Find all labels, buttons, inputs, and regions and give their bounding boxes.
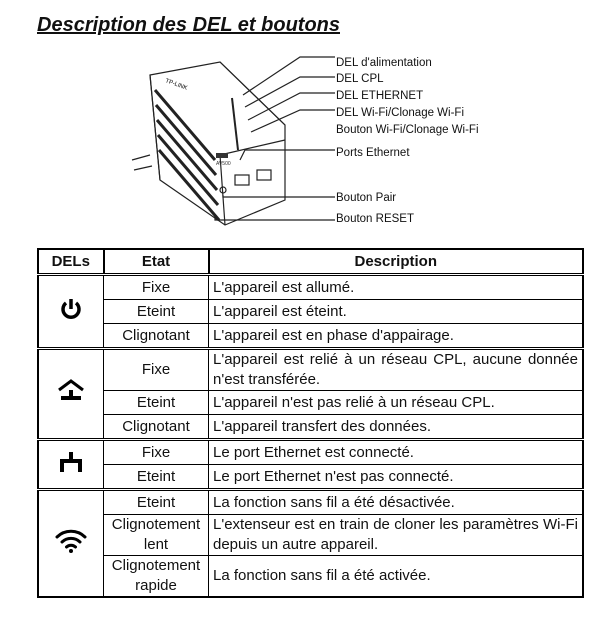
header-description: Description (207, 248, 584, 276)
state: Clignotant (103, 323, 209, 349)
description: L'appareil est en phase d'appairage. (208, 323, 584, 349)
led-table: DELs Etat Description Fixe L'appareil es… (37, 248, 584, 598)
label-reset-button: Bouton RESET (336, 213, 414, 225)
page-title: Description des DEL et boutons (37, 14, 340, 36)
description: L'appareil est relié à un réseau CPL, au… (208, 347, 584, 391)
label-ethernet-ports: Ports Ethernet (336, 147, 410, 159)
description: Le port Ethernet n'est pas connecté. (208, 464, 584, 490)
state: Eteint (103, 464, 209, 490)
header-etat: Etat (102, 248, 210, 276)
wifi-icon (37, 488, 104, 598)
ethernet-icon (37, 438, 104, 490)
label-ethernet-led: DEL ETHERNET (336, 90, 424, 102)
state: Eteint (103, 390, 209, 415)
label-cpl-led: DEL CPL (336, 73, 384, 85)
table-row: Fixe Le port Ethernet est connecté. (37, 438, 584, 490)
state: Clignotement lent (103, 514, 209, 556)
table-row: Fixe L'appareil est allumé. (37, 273, 584, 349)
table-row: Eteint La fonction sans fil a été désact… (37, 488, 584, 598)
description: La fonction sans fil a été activée. (208, 555, 584, 598)
label-wifi-button: Bouton Wi-Fi/Clonage Wi-Fi (336, 124, 479, 136)
description: L'appareil transfert des données. (208, 414, 584, 440)
powerline-icon (37, 347, 104, 440)
model-badge (216, 153, 228, 158)
state: Eteint (103, 488, 209, 515)
state: Fixe (103, 347, 209, 391)
header-dels: DELs (37, 248, 105, 276)
description: L'appareil est éteint. (208, 299, 584, 324)
description: L'appareil est allumé. (208, 273, 584, 300)
state: Fixe (103, 273, 209, 300)
table-header: DELs Etat Description (37, 248, 584, 276)
label-power-led: DEL d'alimentation (336, 57, 432, 69)
model-label: AV500 (216, 161, 231, 167)
label-wifi-led: DEL Wi-Fi/Clonage Wi-Fi (336, 107, 465, 119)
state: Fixe (103, 438, 209, 465)
power-icon (37, 273, 104, 349)
description: L'extenseur est en train de cloner les p… (208, 514, 584, 556)
device-diagram: AV500 TP-LINK (131, 56, 335, 226)
label-pair-button: Bouton Pair (336, 192, 397, 204)
description: L'appareil n'est pas relié à un réseau C… (208, 390, 584, 415)
state: Clignotant (103, 414, 209, 440)
state: Clignotement rapide (103, 555, 209, 598)
table-row: Fixe L'appareil est relié à un réseau CP… (37, 347, 584, 440)
state: Eteint (103, 299, 209, 324)
description: La fonction sans fil a été désactivée. (208, 488, 584, 515)
description: Le port Ethernet est connecté. (208, 438, 584, 465)
